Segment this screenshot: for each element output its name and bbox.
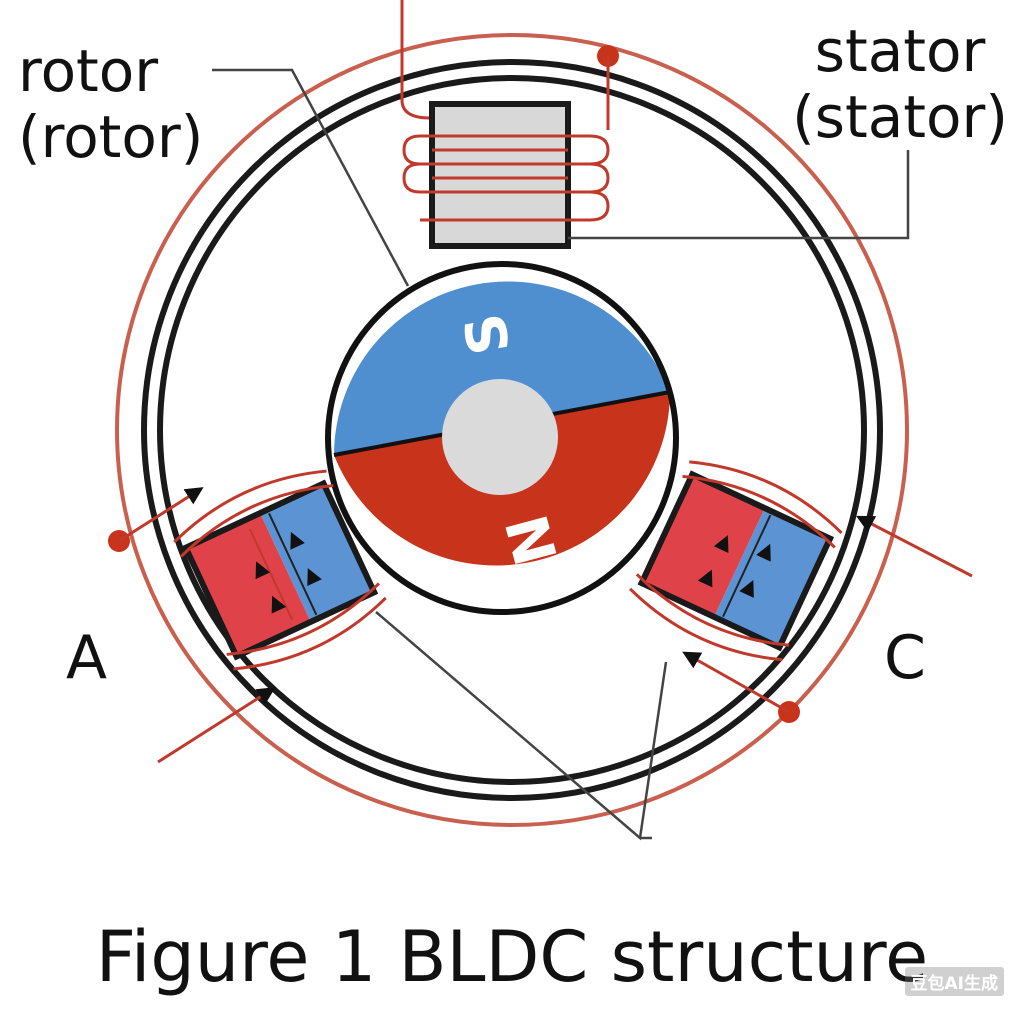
stator-label-line2: (stator) xyxy=(792,83,1008,151)
phase-c-label: C xyxy=(884,623,926,693)
stator-pole-a xyxy=(173,469,387,671)
lead-wire-a-top xyxy=(118,487,204,543)
lead-wire-top xyxy=(400,0,431,120)
rotor-shaft xyxy=(442,379,558,495)
stator-label: stator (stator) xyxy=(792,18,1008,150)
lead-wire-c-bottom xyxy=(682,651,790,714)
watermark: 豆包AI生成 xyxy=(904,967,1004,996)
rotor-label-line1: rotor xyxy=(18,37,159,105)
lead-wire-c-in xyxy=(856,515,973,578)
outer-supply-ring xyxy=(115,33,909,827)
stator-leader-line xyxy=(568,150,910,240)
rotor-south-pole xyxy=(334,281,670,455)
coil-leader-lines xyxy=(375,611,668,841)
figure-caption: Figure 1 BLDC structure xyxy=(95,916,929,998)
rotor-label-line2: (rotor) xyxy=(18,103,204,171)
rotor: S N xyxy=(325,261,679,615)
stator-pole-c xyxy=(629,460,843,662)
stator-frame-outer xyxy=(141,59,883,801)
stator-pole-top xyxy=(402,101,610,249)
rotor-leader-line xyxy=(212,68,410,287)
stator-label-line1: stator xyxy=(814,17,986,85)
rotor-label: rotor (rotor) xyxy=(18,38,203,170)
stator-frame-inner xyxy=(157,75,867,785)
lead-wire-a-in xyxy=(157,687,276,764)
phase-a-label: A xyxy=(66,623,108,693)
